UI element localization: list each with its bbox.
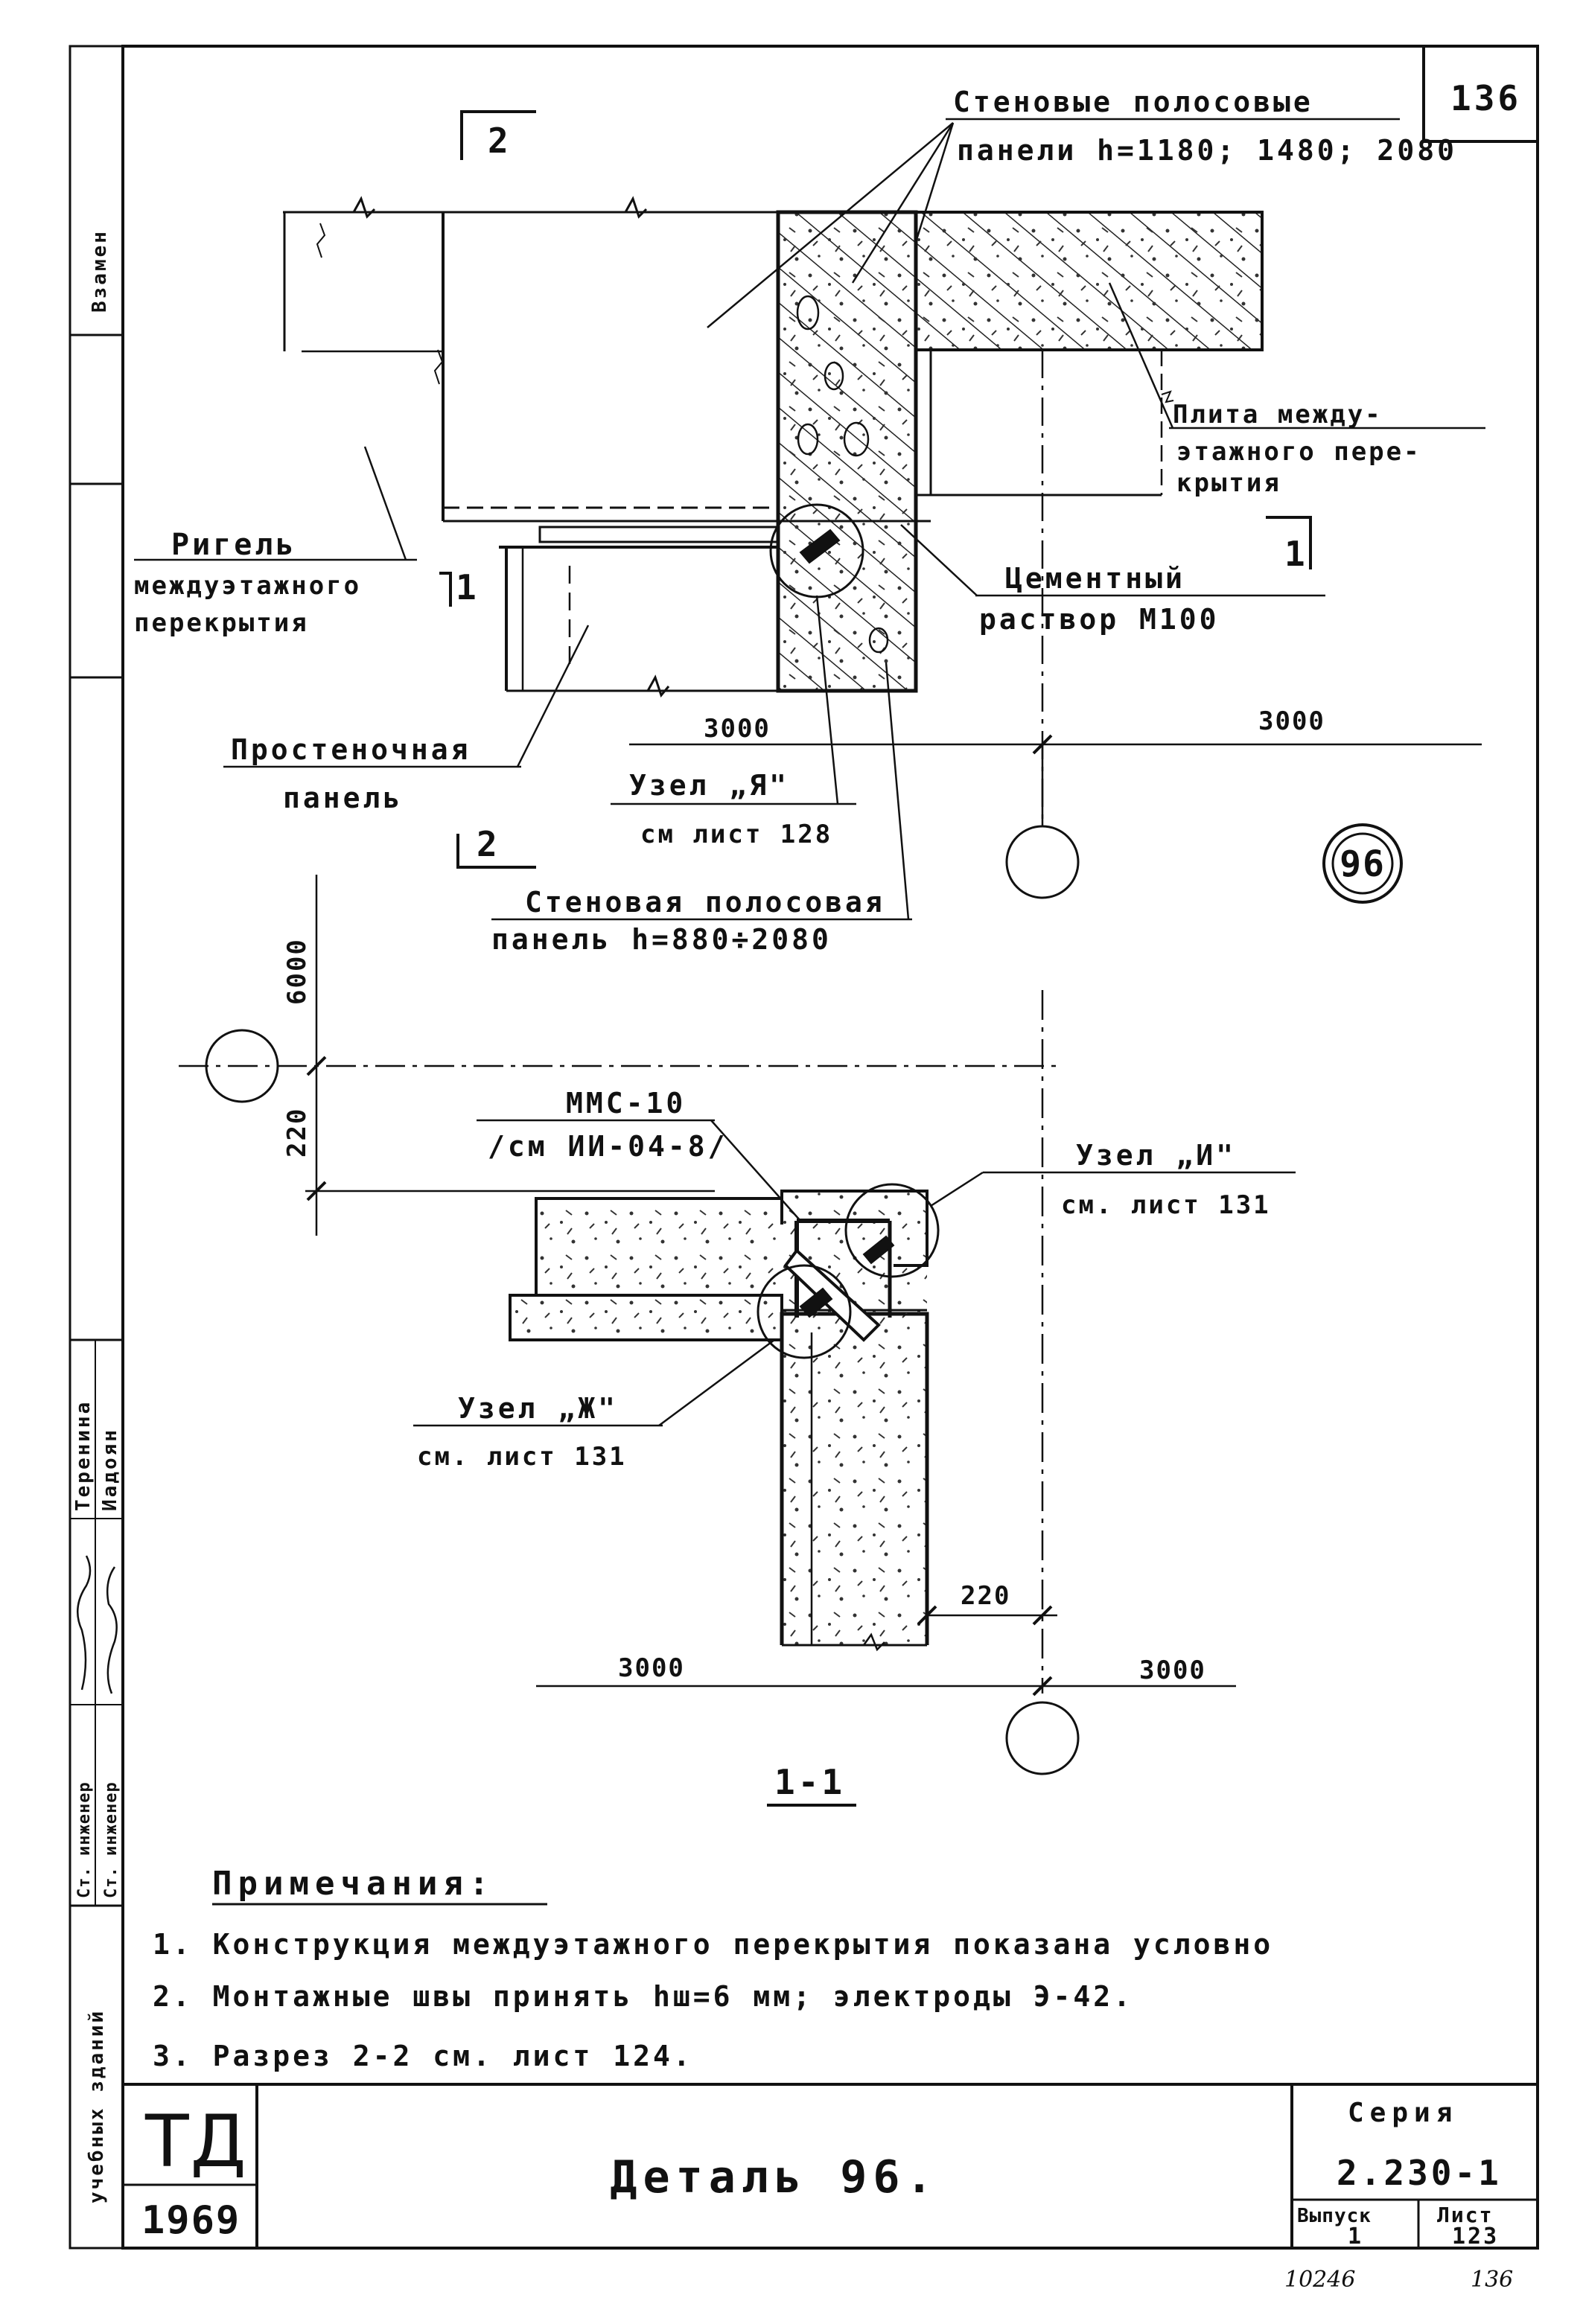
top-dim-left: 3000	[704, 714, 771, 744]
top-dim-right: 3000	[1258, 706, 1325, 736]
girder-label-3: перекрытия	[134, 608, 309, 638]
detail-marker-label: 96	[1340, 843, 1386, 885]
notes-title: Примечания:	[212, 1865, 494, 1903]
top-dimension-line	[629, 734, 1482, 899]
issue-label: Выпуск	[1297, 2205, 1372, 2227]
pier-panel-leader	[223, 625, 590, 768]
node-ya-label-2: см лист 128	[640, 820, 832, 849]
sheet-value: 123	[1452, 2224, 1499, 2250]
node-zh-label-2: см. лист 131	[417, 1442, 627, 1472]
sheet-label: Лист	[1437, 2203, 1493, 2227]
note-3: 3. Разрез 2-2 см. лист 124.	[153, 2040, 693, 2072]
engineer-1-name: Теренина	[72, 1400, 95, 1511]
mortar-label-1: Цементный	[1005, 562, 1185, 595]
mmc-label-2: /см ИИ-04-8/	[488, 1130, 728, 1163]
mortar-label-2: раствор М100	[979, 603, 1220, 636]
sheet-number: 136	[1450, 78, 1521, 118]
title-block-logo: ТД	[144, 2100, 248, 2183]
archive-number: 10246	[1284, 2267, 1355, 2293]
mortar-leader	[900, 524, 1325, 597]
engineer-2-role: Ст. инженер	[102, 1781, 121, 1898]
section-1-1	[179, 875, 1236, 1775]
replace-label: Взамен	[89, 229, 111, 313]
slab-leader	[1108, 282, 1485, 430]
series-value: 2.230-1	[1337, 2153, 1502, 2193]
mmc-leader	[477, 1119, 801, 1222]
mmc-label-1: ММС-10	[566, 1087, 686, 1120]
engineer-2-signature	[106, 1566, 118, 1694]
wall-panel-bottom-leader	[491, 662, 912, 921]
section-mark-1	[439, 516, 1312, 607]
dim-6000: 6000	[282, 938, 312, 1005]
issue-value: 1	[1348, 2224, 1363, 2250]
node-i-leader	[930, 1171, 1296, 1207]
detail-marker	[1322, 823, 1403, 904]
plan-view	[283, 196, 1264, 819]
wall-panels-label-1: Стеновые полосовые	[953, 86, 1313, 118]
dim-220-vertical: 220	[282, 1108, 312, 1158]
node-ya-leader	[611, 595, 856, 805]
girder-leader	[134, 446, 417, 561]
slab-label-1: Плита междy-	[1173, 400, 1383, 430]
title-block-year: 1969	[141, 2198, 241, 2243]
note-2: 2. Монтажные швы принять hш=6 мм; электр…	[153, 1980, 1133, 2013]
dim-bottom-left: 3000	[618, 1653, 685, 1683]
slab-label-3: крытия	[1176, 468, 1281, 498]
section-mark-2	[456, 110, 536, 869]
section-1-left-label: 1	[456, 567, 480, 607]
wall-panels-leader	[707, 118, 1400, 328]
wall-panel-bottom-label-1: Стеновая полосовая	[525, 886, 885, 919]
series-label: Серия	[1348, 2098, 1458, 2128]
engineer-1-signature	[77, 1555, 92, 1691]
pier-panel-label-1: Простеночная	[231, 733, 471, 766]
wall-panel-bottom-label-2: панель h=880÷2080	[491, 923, 832, 956]
section-1-1-label: 1-1	[774, 1762, 845, 1802]
node-zh-label-1: Узел „Ж"	[458, 1392, 618, 1425]
sheet-frame	[69, 45, 1539, 2250]
note-1: 1. Конструкция междуэтажного перекрытия …	[153, 1928, 1273, 1961]
node-zh-leader	[413, 1338, 775, 1427]
project-label: учебных зданий	[86, 2009, 108, 2203]
title-block-title: Деталь 96.	[610, 2151, 938, 2203]
engineer-1-role: Ст. инженер	[75, 1781, 94, 1898]
engineer-2-name: Иадоян	[99, 1428, 121, 1511]
girder-label-1: Ригель	[171, 528, 297, 562]
section-2-top-label: 2	[488, 121, 512, 161]
slab-label-2: этажного пере-	[1176, 437, 1421, 467]
page-number: 136	[1471, 2267, 1513, 2293]
dim-220-bottom: 220	[961, 1581, 1010, 1611]
node-i-label-1: Узел „И"	[1076, 1139, 1236, 1172]
wall-panels-label-2: панели h=1180; 1480; 2080	[957, 134, 1457, 167]
dim-bottom-right: 3000	[1139, 1656, 1206, 1685]
side-strip	[70, 333, 123, 1907]
section-2-bottom-label: 2	[477, 824, 500, 864]
girder-label-2: междуэтажного	[134, 571, 361, 601]
section-1-top-label: 1	[1284, 534, 1308, 574]
node-ya-label-1: Узел „Я"	[629, 769, 789, 802]
node-i-label-2: см. лист 131	[1061, 1190, 1271, 1220]
pier-panel-label-2: панель	[283, 782, 403, 814]
